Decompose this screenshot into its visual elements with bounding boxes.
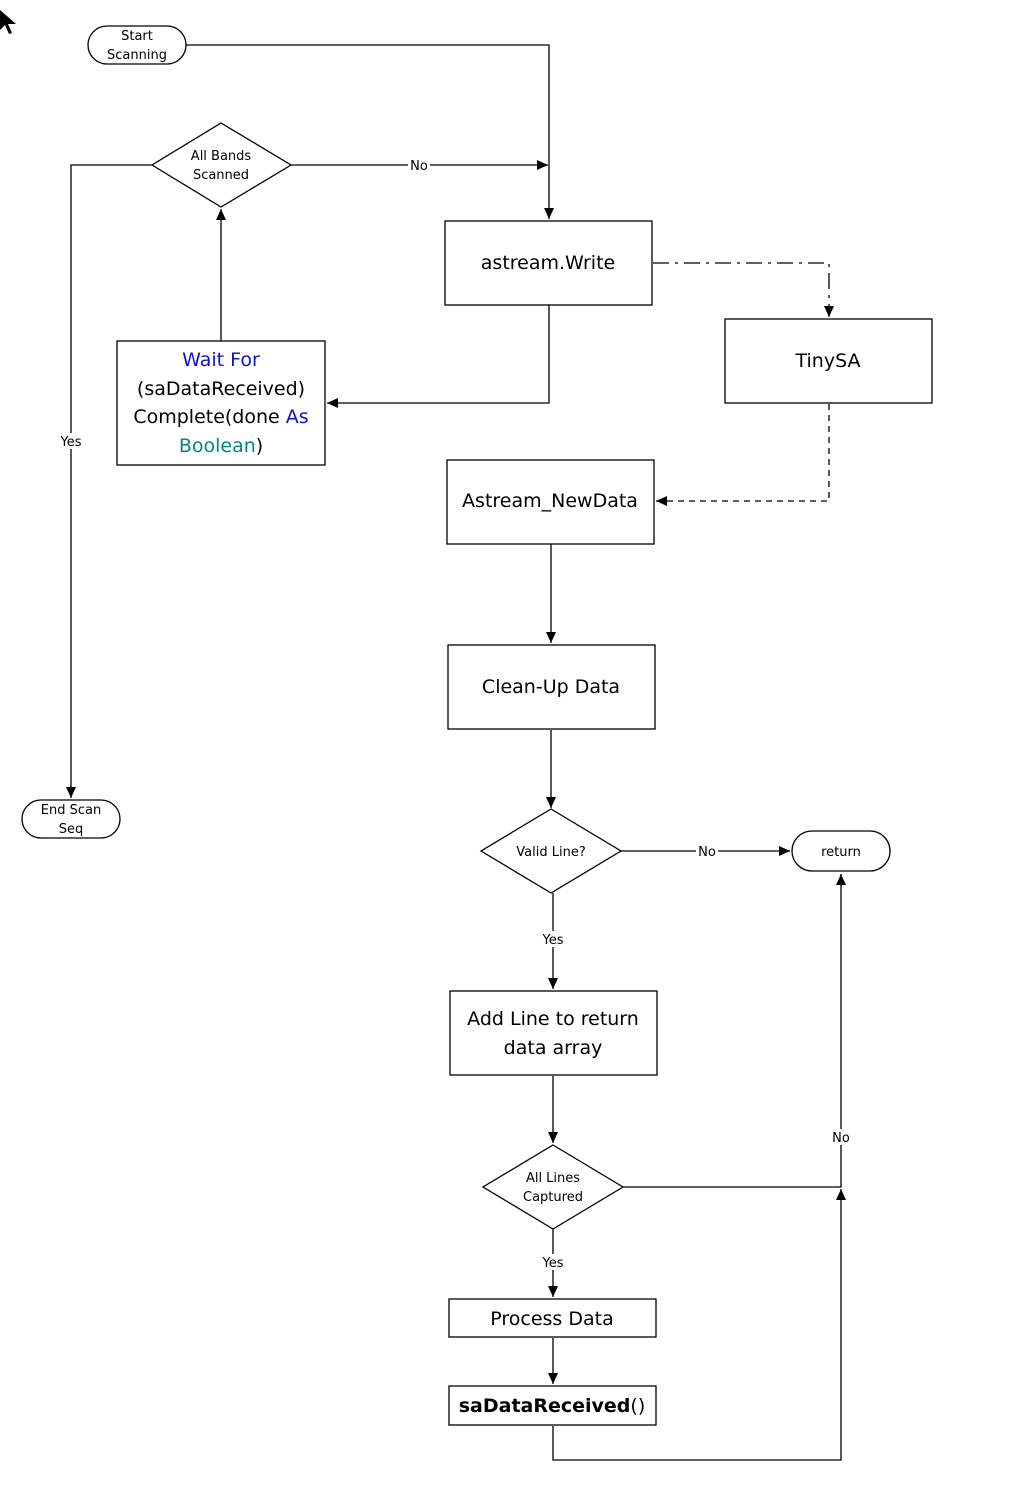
svg-text:All Bands: All Bands (191, 149, 252, 164)
edge-tinysa-to-newdata (656, 404, 830, 506)
edge-sadata-loop (552, 1189, 846, 1461)
label-alllines-no: No (832, 1131, 850, 1146)
edge-start-to-write (186, 44, 554, 219)
svg-text:astream.Write: astream.Write (481, 252, 615, 274)
node-add-line: Add Line to return data array (449, 990, 658, 1076)
edge-bands-yes (66, 164, 152, 798)
node-start-scanning: Start Scanning (87, 25, 187, 65)
svg-text:Add Line to return: Add Line to return (467, 1008, 639, 1030)
edge-write-to-wait (327, 305, 550, 408)
svg-text:Scanned: Scanned (193, 168, 249, 183)
label-bands-yes: Yes (60, 435, 82, 450)
svg-text:Captured: Captured (523, 1190, 583, 1205)
node-all-bands-scanned: All Bands Scanned (150, 122, 293, 208)
svg-text:saDataReceived(): saDataReceived() (459, 1395, 646, 1417)
svg-text:Clean-Up Data: Clean-Up Data (482, 676, 620, 698)
node-wait-for: Wait For (saDataReceived) Complete(done … (116, 340, 326, 466)
edge-write-to-tinysa (653, 262, 834, 317)
svg-text:Scanning: Scanning (107, 48, 167, 63)
node-cleanup-data: Clean-Up Data (447, 644, 656, 730)
node-end-scan-seq: End Scan Seq (21, 799, 121, 839)
svg-text:Seq: Seq (59, 822, 84, 837)
svg-text:return: return (821, 845, 861, 860)
node-return: return (791, 830, 891, 872)
svg-text:Complete(done As: Complete(done As (133, 406, 308, 428)
svg-text:data array: data array (504, 1037, 603, 1059)
node-process-data: Process Data (448, 1298, 657, 1338)
mouse-cursor-icon (0, 10, 16, 34)
svg-text:Wait For: Wait For (182, 349, 260, 371)
node-tinysa: TinySA (724, 318, 933, 404)
svg-text:Start: Start (121, 29, 153, 44)
node-astream-newdata: Astream_NewData (446, 459, 655, 545)
svg-text:Astream_NewData: Astream_NewData (462, 490, 638, 512)
node-sa-data-received: saDataReceived() (448, 1385, 657, 1426)
svg-text:TinySA: TinySA (795, 350, 861, 372)
label-valid-no: No (698, 845, 716, 860)
svg-text:End Scan: End Scan (41, 803, 101, 818)
node-astream-write: astream.Write (444, 220, 653, 306)
svg-text:All Lines: All Lines (526, 1171, 580, 1186)
node-all-lines-captured: All Lines Captured (481, 1144, 625, 1230)
svg-text:Valid Line?: Valid Line? (516, 845, 585, 860)
label-alllines-yes: Yes (542, 1256, 564, 1271)
label-bands-no: No (410, 159, 428, 174)
svg-text:Boolean): Boolean) (179, 435, 263, 457)
svg-text:(saDataReceived): (saDataReceived) (137, 378, 305, 400)
edge-alllines-no (623, 874, 846, 1188)
svg-text:Process Data: Process Data (490, 1308, 613, 1330)
node-valid-line: Valid Line? (479, 808, 623, 894)
label-valid-yes: Yes (542, 933, 564, 948)
